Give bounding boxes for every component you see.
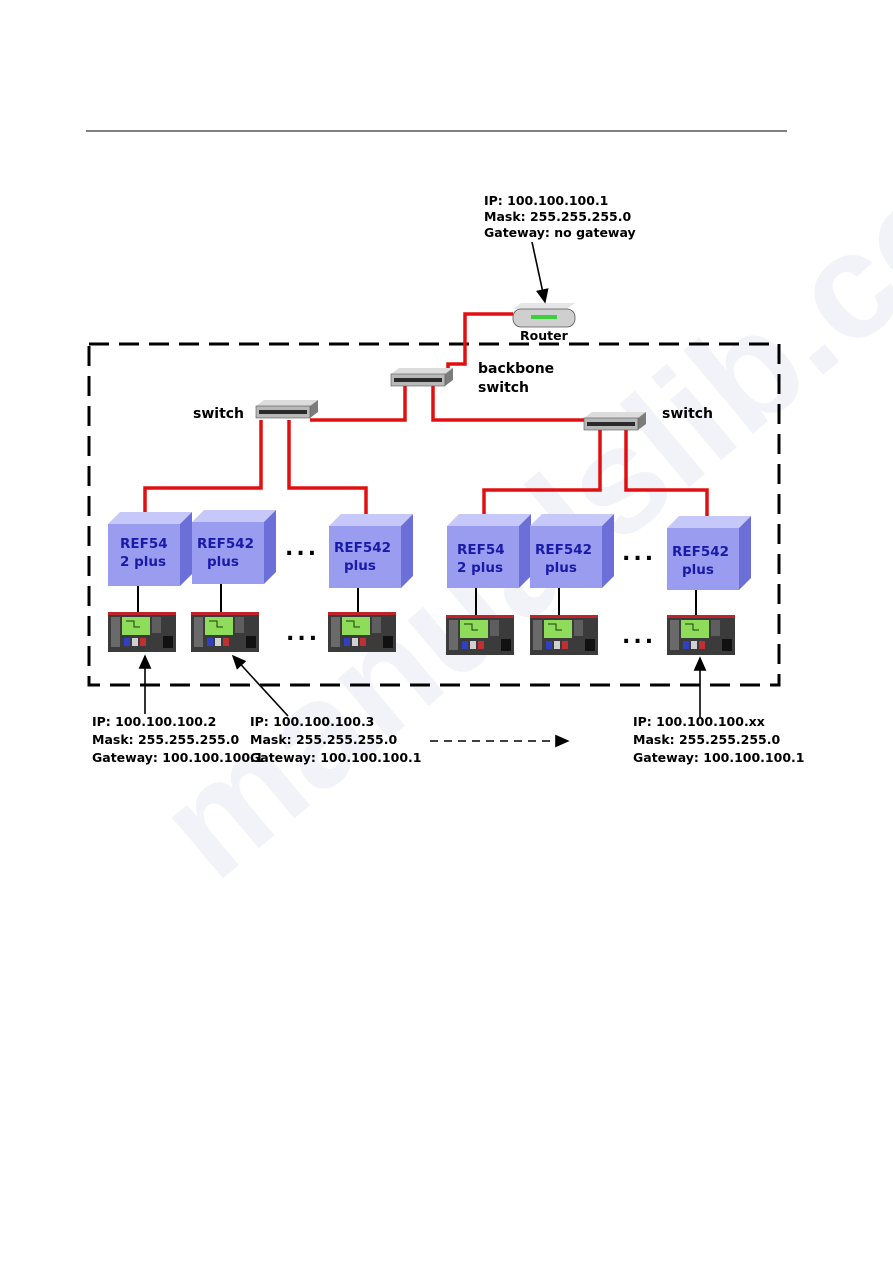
device-cube-1: REF54 2 plus xyxy=(108,512,192,586)
device-4-label-2: 2 plus xyxy=(457,560,503,576)
device-cube-4: REF54 2 plus xyxy=(447,514,531,588)
ip-block-3-mask: Mask: 255.255.255.0 xyxy=(633,732,781,747)
ellipsis-hmi-right: ... xyxy=(622,624,656,649)
backbone-switch-icon xyxy=(390,367,454,387)
network-links xyxy=(143,312,709,516)
router-ip: IP: 100.100.100.1 xyxy=(484,193,608,208)
ip-block-3: IP: 100.100.100.xx Mask: 255.255.255.0 G… xyxy=(633,714,804,765)
ip-block-1-mask: Mask: 255.255.255.0 xyxy=(92,732,240,747)
ellipsis-hmi-left: ... xyxy=(286,621,320,646)
device-cube-2: REF542 plus xyxy=(192,510,276,584)
device-1-label-1: REF54 xyxy=(120,536,168,552)
ip-block-1: IP: 100.100.100.2 Mask: 255.255.255.0 Ga… xyxy=(90,714,263,765)
device-2-label-1: REF542 xyxy=(197,536,254,552)
router-label: Router xyxy=(520,328,569,343)
ip-block-3-gateway: Gateway: 100.100.100.1 xyxy=(633,750,804,765)
router-pointer-arrow xyxy=(531,241,549,304)
ip-block-2-mask: Mask: 255.255.255.0 xyxy=(250,732,398,747)
device-6-label-1: REF542 xyxy=(672,544,729,560)
device-links xyxy=(137,584,697,615)
router-gateway: Gateway: no gateway xyxy=(484,225,636,240)
device-cube-5: REF542 plus xyxy=(530,514,614,588)
backbone-switch-label-2: switch xyxy=(478,380,529,396)
ip-block-2-ip: IP: 100.100.100.3 xyxy=(250,714,374,729)
ip-block-1-gateway: Gateway: 100.100.100.1 xyxy=(92,750,263,765)
device-3-label-1: REF542 xyxy=(334,540,391,556)
device-4-label-1: REF54 xyxy=(457,542,505,558)
right-switch-label: switch xyxy=(662,406,713,422)
device-6-label-2: plus xyxy=(682,562,714,578)
ip-2-pointer-arrow xyxy=(231,654,289,717)
router-icon xyxy=(512,303,576,328)
device-cube-6: REF542 plus xyxy=(667,516,751,590)
hmi-unit-4 xyxy=(445,614,515,656)
hmi-unit-6 xyxy=(666,614,736,656)
left-switch-icon xyxy=(255,399,319,419)
ellipsis-cubes-right: ... xyxy=(622,541,656,566)
hmi-unit-1 xyxy=(107,611,177,653)
device-1-label-2: 2 plus xyxy=(120,554,166,570)
device-3-label-2: plus xyxy=(344,558,376,574)
network-boundary xyxy=(87,342,781,687)
device-cube-3: REF542 plus xyxy=(329,514,413,588)
left-switch-label: switch xyxy=(193,406,244,422)
ip-block-2-gateway: Gateway: 100.100.100.1 xyxy=(250,750,421,765)
ip-block-3-ip: IP: 100.100.100.xx xyxy=(633,714,765,729)
router-mask: Mask: 255.255.255.0 xyxy=(484,209,632,224)
ellipsis-cubes-left: ... xyxy=(285,536,319,561)
device-5-label-1: REF542 xyxy=(535,542,592,558)
ip-block-1-ip: IP: 100.100.100.2 xyxy=(92,714,216,729)
hmi-unit-3 xyxy=(327,611,397,653)
backbone-switch-label-1: backbone xyxy=(478,361,554,377)
hmi-unit-2 xyxy=(190,611,260,653)
device-5-label-2: plus xyxy=(545,560,577,576)
ip-block-2: IP: 100.100.100.3 Mask: 255.255.255.0 Ga… xyxy=(250,714,421,765)
right-switch-icon xyxy=(583,411,647,431)
hmi-unit-5 xyxy=(529,614,599,656)
device-2-label-2: plus xyxy=(207,554,239,570)
